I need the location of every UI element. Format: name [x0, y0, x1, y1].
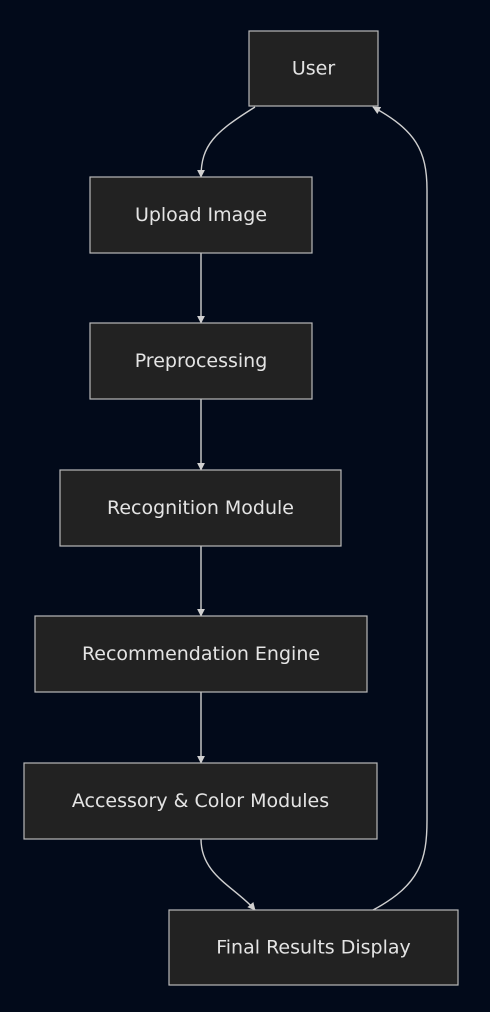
node-recognition-module-label: Recognition Module	[107, 497, 294, 519]
node-preprocessing: Preprocessing	[89, 322, 313, 400]
node-preprocessing-label: Preprocessing	[135, 350, 268, 372]
node-recommendation-engine-box	[34, 615, 368, 693]
node-accessory-color-modules-label: Accessory & Color Modules	[72, 790, 329, 812]
node-user: User	[248, 30, 379, 107]
edge-final-results-display-to-user	[372, 106, 428, 911]
node-user-box	[248, 30, 379, 107]
edges	[197, 106, 428, 911]
node-recognition-module: Recognition Module	[59, 469, 342, 547]
node-recommendation-engine: Recommendation Engine	[34, 615, 368, 693]
node-upload-image-label: Upload Image	[135, 204, 267, 226]
node-upload-image-box	[89, 176, 313, 254]
node-upload-image: Upload Image	[89, 176, 313, 254]
node-accessory-color-modules: Accessory & Color Modules	[23, 762, 378, 840]
node-recommendation-engine-label: Recommendation Engine	[82, 643, 320, 665]
node-final-results-display-label: Final Results Display	[216, 937, 411, 959]
node-recognition-module-box	[59, 469, 342, 547]
node-final-results-display-box	[168, 909, 459, 986]
node-accessory-color-modules-box	[23, 762, 378, 840]
node-final-results-display: Final Results Display	[168, 909, 459, 986]
node-user-label: User	[292, 58, 335, 80]
node-preprocessing-box	[89, 322, 313, 400]
edge-user-to-upload-image	[197, 106, 256, 178]
edge-accessory-color-modules-to-final-results-display	[200, 838, 256, 911]
